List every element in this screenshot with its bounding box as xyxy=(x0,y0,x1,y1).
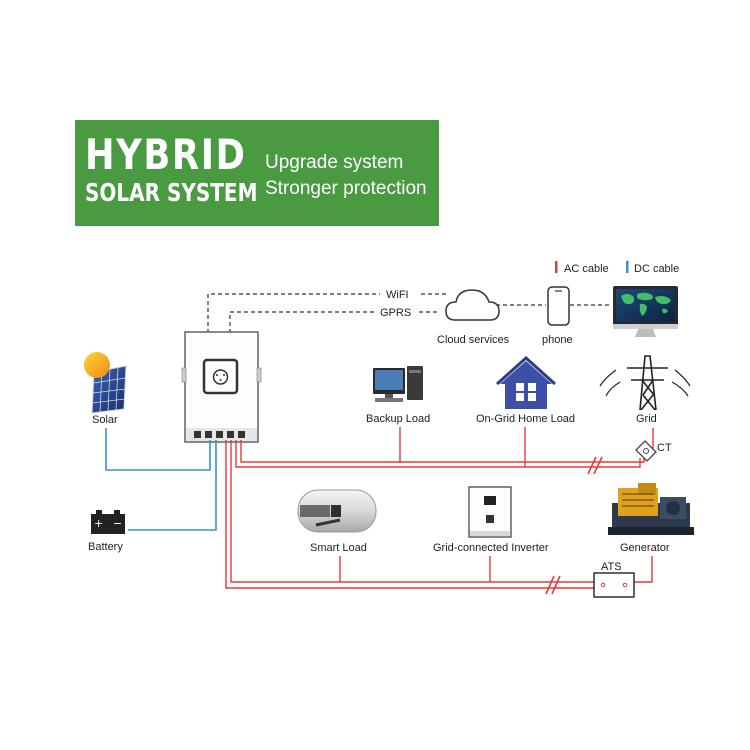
dc-cables xyxy=(105,428,217,531)
wifi-link xyxy=(207,293,448,333)
backup-load-computer-icon xyxy=(373,366,423,402)
generator-label: Generator xyxy=(620,542,670,554)
solar-panel-icon xyxy=(84,352,127,414)
phone-label: phone xyxy=(542,334,573,346)
battery-minus-symbol: − xyxy=(113,517,122,530)
home-load-house-icon xyxy=(495,355,557,409)
battery-plus-symbol: + xyxy=(94,517,103,530)
wifi-label: WiFI xyxy=(386,289,409,301)
dc-legend-label: DC cable xyxy=(634,263,679,275)
ac-legend-label: AC cable xyxy=(564,263,609,275)
banner-tagline-line1: Upgrade system xyxy=(265,152,404,173)
home-load-label: On-Grid Home Load xyxy=(476,413,575,425)
ac-break-marks xyxy=(545,456,603,595)
gprs-link xyxy=(229,311,440,333)
dc-legend-swatch xyxy=(626,261,629,273)
ats-terminal-out xyxy=(622,582,628,588)
hybrid-inverter-icon xyxy=(181,331,262,443)
grid-pylon-icon xyxy=(599,355,691,411)
cloud-services-label: Cloud services xyxy=(437,334,510,346)
backup-load-label: Backup Load xyxy=(366,413,430,425)
banner-title-line2: SOLAR SYSTEM xyxy=(85,178,258,207)
grid-label: Grid xyxy=(636,413,657,425)
banner-tagline-line2: Stronger protection xyxy=(265,178,427,199)
cloud-icon xyxy=(445,289,500,321)
ats-label: ATS xyxy=(601,561,622,573)
ats-box xyxy=(593,572,635,598)
generator-icon xyxy=(608,483,694,535)
ct-clamp-icon xyxy=(635,440,657,462)
grid-inverter-label: Grid-connected Inverter xyxy=(433,542,549,554)
banner-title-line1: HYBRID xyxy=(85,130,247,179)
cable-legend: AC cable DC cable xyxy=(555,261,679,275)
battery-icon: + − xyxy=(91,510,125,534)
grid-connected-inverter-icon xyxy=(468,486,512,538)
phone-icon xyxy=(547,286,570,326)
smart-load-label: Smart Load xyxy=(310,542,367,554)
solar-label: Solar xyxy=(92,414,118,426)
monitor-icon xyxy=(613,286,678,337)
title-banner: HYBRID SOLAR SYSTEM Upgrade system Stron… xyxy=(75,120,439,226)
ac-legend-swatch xyxy=(555,261,558,273)
smart-load-heater-icon xyxy=(297,489,377,533)
gprs-label: GPRS xyxy=(380,307,411,319)
ac-cables xyxy=(225,427,654,589)
comm-links xyxy=(207,293,612,333)
ats-terminal-in xyxy=(600,582,606,588)
battery-label: Battery xyxy=(88,541,123,553)
sun-icon xyxy=(84,352,110,378)
ct-label: CT xyxy=(657,442,672,454)
